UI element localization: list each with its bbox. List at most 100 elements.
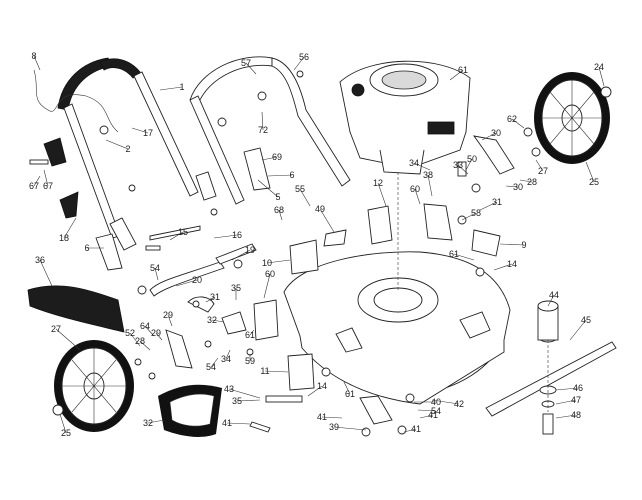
part-number-label: 18 (59, 233, 69, 243)
bail-handle (59, 191, 79, 219)
part-number-label: 38 (423, 170, 433, 180)
callout-leader (267, 174, 293, 177)
callout-leader (105, 139, 129, 150)
callout-leader (457, 164, 469, 175)
callout-leader (555, 399, 577, 405)
part-number-label: 58 (471, 208, 481, 218)
part-number-label: 59 (245, 356, 255, 366)
callout-leader (167, 314, 173, 327)
callout-leader (155, 332, 163, 341)
callout-leader (257, 179, 279, 198)
part-number-label: 28 (527, 177, 537, 187)
part-number-label: 25 (61, 428, 71, 438)
callout-leader (139, 340, 151, 351)
part-number-label: 47 (571, 395, 581, 405)
part-number-label: 62 (507, 114, 517, 124)
callout-leader (263, 273, 271, 299)
callout-leader (261, 156, 278, 161)
callout-leader (226, 422, 251, 425)
part-number-label: 5 (275, 192, 280, 202)
part-number-label: 60 (265, 269, 275, 279)
callout-leader (43, 169, 49, 187)
part-number-label: 19 (245, 245, 255, 255)
rear-shield (27, 285, 125, 333)
callout-leader (147, 419, 165, 424)
callout-leader (585, 161, 595, 183)
part-number-label: 41 (222, 418, 232, 428)
part-number-label: 35 (231, 283, 241, 293)
callout-leader (453, 253, 475, 261)
part-number-label: 9 (521, 240, 526, 250)
part-number-label: 54 (206, 362, 216, 372)
callout-leader (266, 259, 291, 264)
part-number-label: 30 (513, 182, 523, 192)
callout-leader (245, 62, 257, 75)
callout-leader (154, 267, 159, 281)
mower-deck (283, 172, 511, 405)
callout-leader (417, 409, 437, 412)
part-number-label: 61 (345, 389, 355, 399)
part-number-label: 61 (245, 330, 255, 340)
part-number-label: 28 (135, 336, 145, 346)
part-number-label: 34 (221, 354, 231, 364)
part-number-label: 43 (224, 384, 234, 394)
callout-leader (236, 399, 261, 402)
part-number-label: 67 (29, 181, 39, 191)
part-number-label: 8 (31, 51, 36, 61)
callout-leader (461, 212, 477, 221)
part-number-label: 49 (315, 204, 325, 214)
part-number-label: 6 (84, 243, 89, 253)
part-number-label: 41 (411, 424, 421, 434)
part-number-label: 32 (143, 418, 153, 428)
callout-leader (59, 413, 67, 434)
control-bar (43, 137, 67, 167)
part-number-label: 68 (274, 205, 284, 215)
height-adjusters (165, 135, 515, 391)
part-number-label: 31 (210, 292, 220, 302)
part-number-label: 72 (258, 125, 268, 135)
callout-leader (555, 387, 579, 391)
part-number-label: 34 (409, 158, 419, 168)
part-number-label: 61 (449, 249, 459, 259)
callout-leader (547, 294, 555, 307)
callout-leader (569, 319, 587, 341)
callout-leader (129, 332, 141, 347)
part-number-label: 67 (43, 181, 53, 191)
callout-leader (144, 325, 155, 337)
part-number-label: 39 (329, 422, 339, 432)
callout-leader (427, 174, 433, 197)
blade-assembly (485, 300, 617, 435)
wheel-right (534, 72, 612, 164)
callout-leader (377, 182, 387, 207)
part-number-label: 48 (571, 410, 581, 420)
callout-leader (261, 111, 264, 131)
part-number-label: 60 (410, 184, 420, 194)
callout-leader (231, 249, 251, 261)
part-number-label: 29 (163, 310, 173, 320)
part-number-label: 42 (454, 399, 464, 409)
part-number-label: 41 (317, 412, 327, 422)
callout-leader (213, 234, 238, 239)
callout-leader (205, 296, 216, 303)
callout-leader (449, 69, 464, 81)
callout-leader (343, 381, 351, 395)
part-number-label: 33 (453, 160, 463, 170)
callout-leader (169, 231, 184, 241)
callout-leader (249, 329, 255, 336)
callout-leader (413, 162, 431, 171)
upper-handle (189, 56, 351, 205)
callout-leader (225, 349, 231, 360)
callout-leader (598, 66, 605, 87)
callout-leader (493, 263, 513, 271)
part-number-label: 45 (581, 315, 591, 325)
part-number-label: 32 (207, 315, 217, 325)
part-number-label: 35 (232, 396, 242, 406)
cable-guide (95, 233, 123, 271)
part-number-label: 50 (467, 154, 477, 164)
part-number-label: 52 (125, 328, 135, 338)
part-number-label: 36 (35, 255, 45, 265)
part-number-label: 69 (272, 152, 282, 162)
callout-leader (278, 209, 283, 221)
